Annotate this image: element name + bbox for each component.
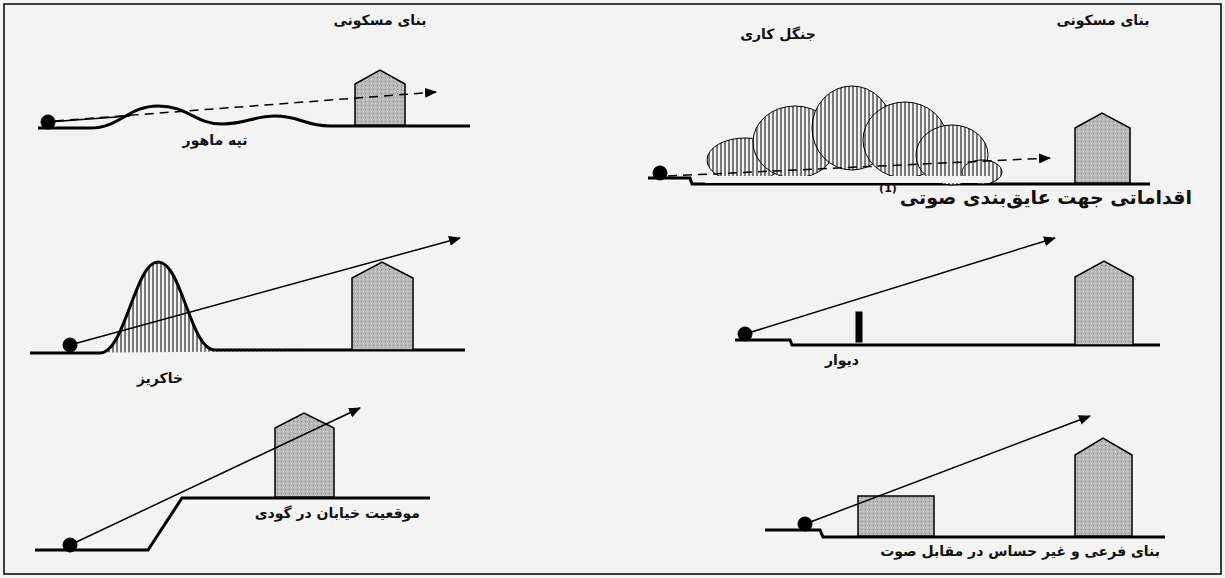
place-label: خاکریز [137, 370, 183, 387]
place-label: بنای مسکونی [333, 12, 426, 29]
place-label: جنگل کاری [740, 26, 816, 43]
hill-panel [38, 70, 470, 129]
diagram-title: اقداماتی جهت عایق‌بندی صوتی [900, 186, 1192, 209]
place-label: بنای فرعی و غیر حساس در مقابل صوت [880, 543, 1160, 560]
footnote-number: (1) [879, 182, 897, 195]
secondary-building-panel [765, 416, 1165, 537]
sunken-road-panel [35, 408, 430, 552]
wall-panel [735, 238, 1160, 345]
place-label: بنای مسکونی [1056, 12, 1149, 29]
place-label: دیوار [825, 352, 859, 369]
place-label: تپه ماهور [183, 132, 248, 149]
embankment-panel [30, 238, 465, 353]
frame [4, 4, 1221, 574]
forest-panel [648, 86, 1150, 185]
place-label: موقعیت خیابان در گودی [255, 505, 420, 522]
